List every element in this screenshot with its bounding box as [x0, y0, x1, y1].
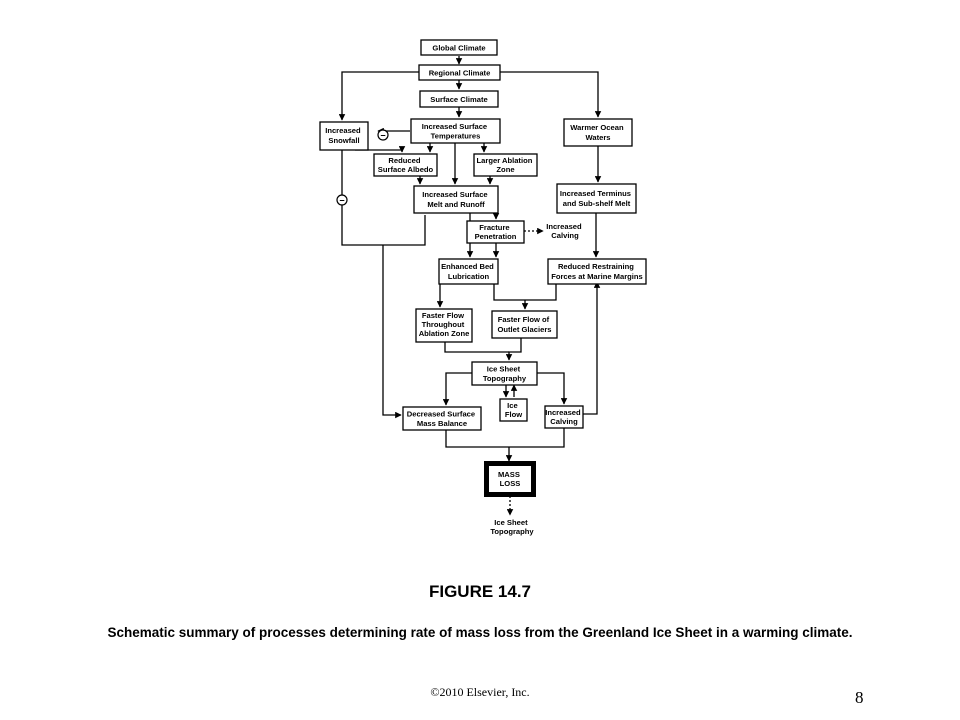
node-increased-surface-temperatures: Increased Surface Temperatures	[410, 118, 501, 144]
edge-calving-to-restraining	[583, 281, 601, 415]
flow-diagram: − − Global Climate Regional Climate Surf…	[319, 39, 647, 536]
node-reduced-restraining-forces: Reduced Restraining Forces at Marine Mar…	[547, 258, 647, 285]
node-mass-loss: MASS LOSS	[484, 461, 536, 497]
node-warmer-ocean-waters: Warmer Ocean Waters	[563, 118, 633, 147]
node-faster-flow-ablation-zone-label: Faster Flow Throughout Ablation Zone	[419, 311, 470, 338]
node-faster-flow-ablation-zone: Faster Flow Throughout Ablation Zone	[415, 308, 473, 343]
node-reduced-surface-albedo: Reduced Surface Albedo	[373, 153, 438, 177]
negative-sign-upper-text: −	[380, 131, 385, 141]
node-ice-sheet-topography-mid-label: Ice Sheet Topography	[483, 365, 527, 384]
node-increased-calving-bottom-label: Increased Calving	[545, 408, 583, 426]
edge-snowfall-to-mass-balance	[382, 245, 402, 419]
node-surface-climate: Surface Climate	[419, 90, 499, 108]
node-increased-calving-bottom: Increased Calving	[544, 405, 584, 429]
node-warmer-ocean-waters-label: Warmer Ocean Waters	[570, 123, 625, 142]
edge-outlet-to-topo	[505, 338, 522, 361]
node-increased-terminus-melt: Increased Terminus and Sub-shelf Melt	[556, 183, 637, 214]
node-increased-melt-runoff: Increased Surface Melt and Runoff	[413, 185, 499, 214]
node-increased-surface-temperatures-label: Increased Surface Temperatures	[422, 122, 490, 141]
node-increased-snowfall: Increased Snowfall	[319, 121, 369, 151]
node-ice-flow-label: Ice Flow	[505, 401, 522, 419]
node-mass-loss-label: MASS LOSS	[498, 470, 522, 488]
edge-snowfall-to-albedo	[355, 146, 406, 153]
figure-caption: Schematic summary of processes determini…	[107, 625, 853, 640]
node-ice-sheet-topography-bottom: Ice Sheet Topography	[490, 518, 534, 536]
node-faster-flow-outlet-glaciers: Faster Flow of Outlet Glaciers	[491, 310, 558, 339]
node-increased-snowfall-label: Increased Snowfall	[325, 126, 363, 145]
node-surface-climate-label: Surface Climate	[430, 95, 487, 104]
edge-regional-to-ocean	[500, 71, 602, 118]
node-ice-flow: Ice Flow	[499, 398, 528, 422]
negative-sign-lower-text: −	[339, 196, 344, 206]
page-number: 8	[855, 688, 864, 707]
node-regional-climate-label: Regional Climate	[429, 69, 491, 78]
node-decreased-mass-balance-label: Decreased Surface Mass Balance	[407, 410, 478, 429]
node-larger-ablation-zone: Larger Ablation Zone	[473, 153, 538, 177]
node-reduced-restraining-forces-label: Reduced Restraining Forces at Marine Mar…	[551, 262, 643, 281]
edge-regional-to-snowfall	[338, 71, 419, 121]
diagram-edges	[338, 56, 602, 516]
node-regional-climate: Regional Climate	[418, 64, 501, 81]
node-increased-calving-top: Increased Calving	[546, 222, 584, 240]
node-faster-flow-outlet-glaciers-label: Faster Flow of Outlet Glaciers	[497, 315, 551, 334]
edge-merge-to-mass-loss	[445, 428, 565, 448]
node-global-climate: Global Climate	[420, 39, 498, 56]
node-fracture-penetration: Fracture Penetration	[466, 220, 525, 244]
copyright-notice: ©2010 Elsevier, Inc.	[430, 685, 530, 699]
edge-topo-to-mass-balance	[442, 372, 472, 406]
node-fracture-penetration-label: Fracture Penetration	[475, 223, 517, 241]
edge-bed-to-outlet-split	[493, 284, 557, 301]
node-ice-sheet-topography-bottom-label: Ice Sheet Topography	[490, 518, 534, 536]
node-ice-sheet-topography-mid: Ice Sheet Topography	[471, 361, 538, 386]
node-reduced-surface-albedo-label: Reduced Surface Albedo	[378, 156, 434, 174]
node-enhanced-bed-lubrication-label: Enhanced Bed Lubrication	[441, 262, 496, 281]
negative-sign-upper: −	[377, 129, 389, 141]
edge-topo-to-calving	[537, 372, 568, 405]
node-enhanced-bed-lubrication: Enhanced Bed Lubrication	[438, 258, 499, 285]
figure-title: FIGURE 14.7	[428, 582, 532, 601]
node-increased-melt-runoff-label: Increased Surface Melt and Runoff	[422, 190, 490, 209]
negative-sign-lower: −	[336, 194, 348, 206]
node-decreased-mass-balance: Decreased Surface Mass Balance	[402, 406, 482, 431]
edge-ablation-to-topo	[444, 342, 509, 353]
node-increased-calving-top-label: Increased Calving	[546, 222, 584, 240]
node-global-climate-label: Global Climate	[432, 44, 485, 53]
node-larger-ablation-zone-label: Larger Ablation Zone	[477, 156, 535, 174]
node-increased-terminus-melt-label: Increased Terminus and Sub-shelf Melt	[560, 189, 633, 208]
